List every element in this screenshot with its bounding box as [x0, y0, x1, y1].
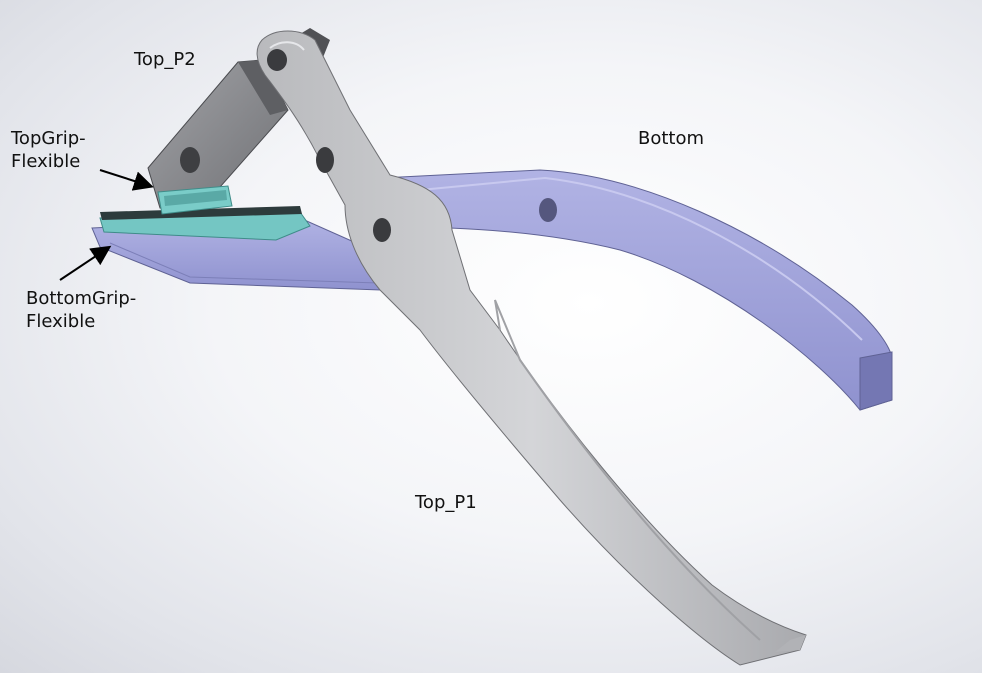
bottomgrip-callout-arrow — [59, 245, 112, 281]
top-p1-part — [256, 30, 807, 666]
top-grip-pad — [157, 185, 233, 215]
top-p1-body — [256, 30, 807, 666]
label-topgrip-flexible: TopGrip- Flexible — [11, 127, 86, 173]
label-topgrip-line1: TopGrip- — [11, 128, 86, 149]
label-top-p1: Top_P1 — [415, 492, 477, 513]
bottom-part — [91, 169, 893, 411]
bottom-handle — [379, 169, 893, 411]
label-bottomgrip-line2: Flexible — [26, 311, 96, 332]
top-p1-hole-middle — [316, 147, 334, 173]
label-bottomgrip-line1: BottomGrip- — [26, 288, 137, 309]
top-p1-hole-upper — [267, 49, 287, 71]
label-bottom: Bottom — [638, 128, 705, 149]
label-bottomgrip-flexible: BottomGrip- Flexible — [26, 287, 136, 333]
topgrip-callout-arrow — [99, 169, 154, 191]
label-topgrip-line2: Flexible — [11, 151, 81, 172]
bottom-pivot-hole — [539, 198, 557, 222]
top-p1-hole-lower — [373, 218, 391, 242]
label-top-p2: Top_P2 — [134, 49, 196, 70]
top-p2-hole — [180, 147, 200, 173]
bottom-grip-pad — [99, 206, 311, 241]
